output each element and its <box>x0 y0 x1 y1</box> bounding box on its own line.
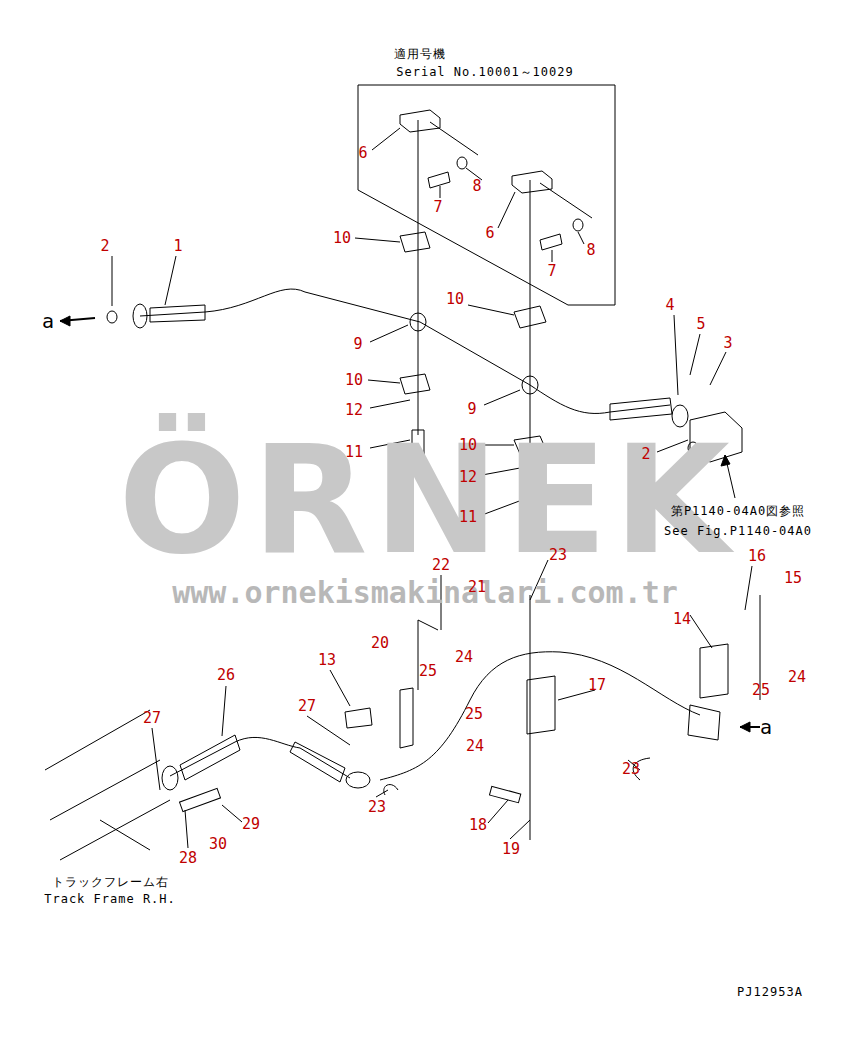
note-text: 第P1140-04A0図参照 <box>671 505 805 518</box>
callout-number: 12 <box>345 402 363 419</box>
callout-number: 21 <box>468 579 486 596</box>
callout-number: 10 <box>345 372 363 389</box>
callout-number: 10 <box>333 230 351 247</box>
note-text: See Fig.P1140-04A0 <box>664 525 812 538</box>
callout-number: 22 <box>432 557 450 574</box>
callout-number: 17 <box>588 677 606 694</box>
callout-number: 12 <box>459 469 477 486</box>
watermark-url: www.ornekismakinalari.com.tr <box>172 576 678 609</box>
callout-number: 24 <box>788 669 806 686</box>
callout-number: 3 <box>723 335 732 352</box>
callout-number: 2 <box>100 238 109 255</box>
callout-number: 23 <box>622 761 640 778</box>
callout-number: 16 <box>748 548 766 565</box>
callout-number: 4 <box>665 297 674 314</box>
callout-number: 19 <box>502 841 520 858</box>
serial-bracket-outline <box>358 85 615 305</box>
callout-number: 18 <box>469 817 487 834</box>
watermark: ÖRNEK <box>118 418 735 583</box>
callout-number: 26 <box>217 667 235 684</box>
callout-number: 11 <box>459 509 477 526</box>
note-text: PJ12953A <box>737 986 803 999</box>
callout-number: 25 <box>752 682 770 699</box>
callout-number: 25 <box>419 663 437 680</box>
lower-piping <box>45 595 760 860</box>
callout-number: 1 <box>173 238 182 255</box>
note-text: Track Frame R.H. <box>44 893 176 906</box>
callout-number: 29 <box>242 816 260 833</box>
callout-number: 11 <box>345 444 363 461</box>
note-text: トラックフレーム右 <box>52 876 169 889</box>
callout-number: 8 <box>472 178 481 195</box>
callout-number: 10 <box>446 291 464 308</box>
callout-number: 23 <box>549 547 567 564</box>
note-text: 適用号機 <box>394 48 446 61</box>
leader-lines <box>112 128 752 848</box>
callout-number: 9 <box>353 336 362 353</box>
callout-number: 15 <box>784 570 802 587</box>
callout-number: 23 <box>368 799 386 816</box>
callout-number: 6 <box>485 225 494 242</box>
callout-number: 7 <box>547 263 556 280</box>
note-text: Serial No.10001～10029 <box>396 66 574 79</box>
callout-number: 10 <box>459 437 477 454</box>
callout-number: 24 <box>466 738 484 755</box>
callout-number: 2 <box>641 446 650 463</box>
callout-number: 8 <box>586 242 595 259</box>
callout-number: 27 <box>143 710 161 727</box>
callout-number: 27 <box>298 698 316 715</box>
callout-number: 25 <box>465 706 483 723</box>
reference-letter: a <box>42 310 54 332</box>
callout-number: 30 <box>209 836 227 853</box>
callout-number: 9 <box>467 401 476 418</box>
callout-number: 13 <box>318 652 336 669</box>
callout-number: 7 <box>433 199 442 216</box>
callout-number: 24 <box>455 649 473 666</box>
callout-number: 20 <box>371 635 389 652</box>
callout-number: 5 <box>696 316 705 333</box>
callout-number: 28 <box>179 850 197 867</box>
callout-number: 6 <box>358 145 367 162</box>
reference-letter: a <box>760 716 772 738</box>
callout-number: 14 <box>673 611 691 628</box>
